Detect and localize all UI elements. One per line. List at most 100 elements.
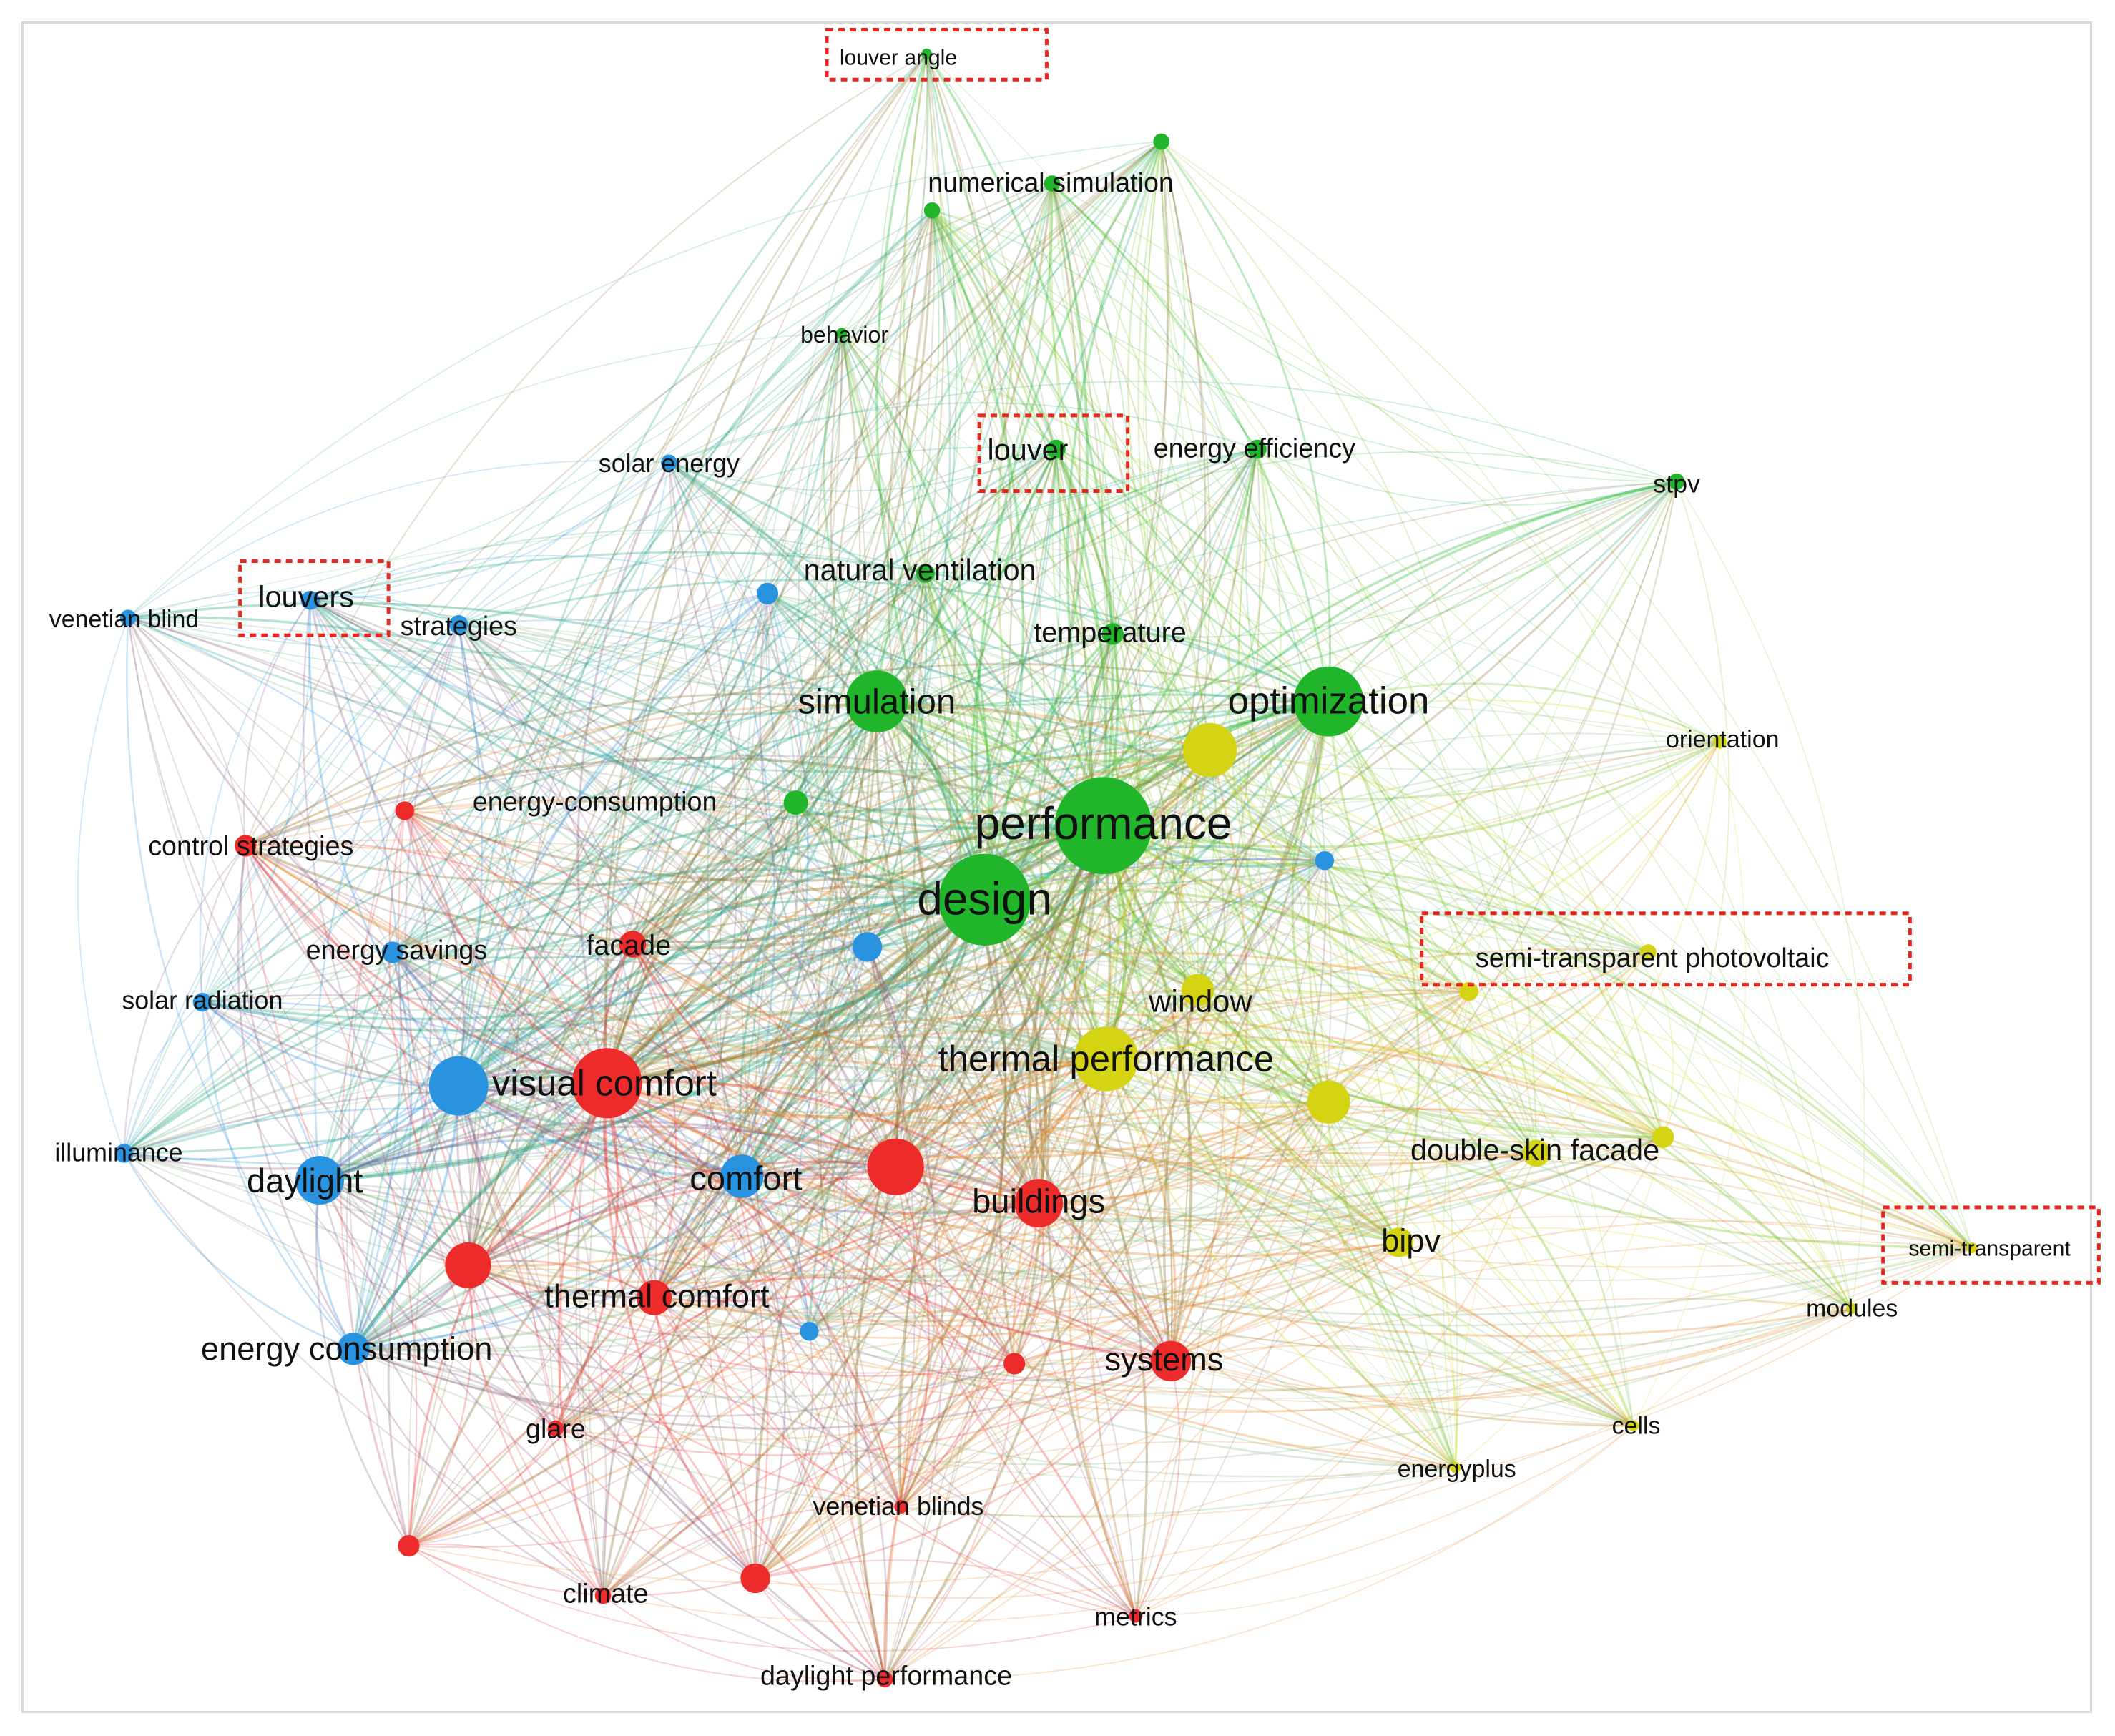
node-orientation[interactable] [1713,735,1727,749]
keyword-node[interactable] [428,1056,489,1116]
node-behavior[interactable] [836,328,848,339]
co-occurrence-link [309,599,608,1084]
co-occurrence-link [310,529,926,602]
node-climate[interactable] [594,1587,612,1604]
keyword-node[interactable] [852,932,883,962]
node-cells[interactable] [1628,1420,1639,1431]
node-semi-transparent-photovoltaic[interactable] [1459,981,1478,1001]
node-energy-consumption[interactable] [337,1333,370,1365]
co-occurrence-link [468,1058,1107,1267]
node-visual-comfort[interactable] [571,1048,642,1119]
co-occurrence-link [318,1180,885,1681]
keyword-node[interactable] [398,1535,420,1557]
node-natural-ventilation[interactable] [916,564,935,583]
node-performance[interactable] [1054,777,1152,875]
co-occurrence-link [555,1241,1400,1441]
node-louvers[interactable] [300,590,320,610]
co-occurrence-link [547,333,843,1429]
co-occurrence-link [1197,989,1664,1138]
keyword-node[interactable] [1652,1126,1674,1148]
node-venetian-blinds[interactable] [894,1500,908,1514]
co-occurrence-link [123,481,1677,1154]
keyword-node[interactable] [783,790,808,815]
co-occurrence-link [1328,700,1664,1138]
co-occurrence-link [1014,1247,1973,1403]
co-occurrence-link [1143,141,1456,1468]
co-occurrence-link [1137,141,1330,1103]
node-buildings[interactable] [1014,1179,1064,1228]
co-occurrence-link [875,700,1172,1361]
co-occurrence-link [318,1180,604,1597]
co-occurrence-link [458,1084,1537,1221]
node-energy-consumption-hyphen[interactable] [395,801,414,820]
node-metrics[interactable] [1129,1609,1143,1623]
node-control-strategies[interactable] [235,835,257,857]
label-simulation: simulation [798,683,956,722]
co-occurrence-link [809,1101,1330,1333]
node-thermal-performance[interactable] [1074,1026,1139,1092]
keyword-node[interactable] [445,1242,491,1288]
co-occurrence-link [653,701,878,1299]
node-solar-radiation[interactable] [192,992,212,1012]
node-daylight[interactable] [295,1156,344,1205]
node-solar-energy[interactable] [661,454,677,471]
keyword-node[interactable] [867,1138,924,1195]
keyword-node[interactable] [1315,850,1335,871]
node-illuminance[interactable] [114,1144,134,1163]
node-temperature[interactable] [1101,623,1124,645]
node-louver-angle[interactable] [921,48,933,59]
node-window[interactable] [1181,974,1214,1006]
co-occurrence-link [391,951,607,1084]
keyword-node[interactable] [1307,1080,1350,1124]
co-occurrence-link [1106,1051,1537,1154]
keyword-node[interactable] [800,1322,819,1341]
node-design[interactable] [938,853,1031,946]
co-occurrence-link [202,693,1329,1004]
co-occurrence-link [404,448,1057,812]
node-semi-transparent[interactable] [1966,1242,1978,1253]
co-occurrence-link [310,599,1210,775]
label-control-strategies: control strategies [148,831,353,861]
node-simulation[interactable] [845,670,908,733]
node-stpv[interactable] [1668,473,1685,490]
co-occurrence-link [1455,1137,1664,1468]
node-thermal-comfort[interactable] [637,1280,672,1315]
node-comfort[interactable] [720,1154,764,1198]
keyword-node[interactable] [923,202,941,219]
co-occurrence-link [654,1294,810,1333]
keyword-node[interactable] [756,582,779,604]
co-occurrence-link [315,1180,410,1546]
co-occurrence-link [200,845,247,1003]
label-bipv: bipv [1381,1222,1441,1259]
keyword-node[interactable] [1182,722,1237,778]
co-occurrence-link [1051,182,1677,483]
node-glare[interactable] [547,1420,564,1437]
keyword-node[interactable] [1003,1353,1026,1375]
node-daylight-performance[interactable] [876,1671,893,1688]
node-double-skin-facade[interactable] [1523,1139,1550,1167]
node-energy-efficiency[interactable] [1247,439,1267,459]
co-occurrence-link [403,810,608,1084]
co-occurrence-link [404,810,1329,1104]
node-optimization[interactable] [1293,666,1364,737]
node-numerical-simulation[interactable] [1044,175,1061,192]
node-facade[interactable] [619,931,647,958]
node-venetian-blind[interactable] [119,609,137,627]
co-occurrence-link [606,183,1054,1084]
co-occurrence-link [632,141,1162,945]
co-occurrence-link [458,624,1199,991]
keyword-node[interactable] [740,1563,770,1594]
co-occurrence-link [875,700,1537,1154]
node-louver[interactable] [1046,439,1066,459]
node-energy-savings[interactable] [381,941,403,963]
keyword-node[interactable] [1640,944,1657,961]
node-strategies[interactable] [448,614,468,634]
keyword-node[interactable] [1153,133,1170,150]
node-bipv[interactable] [1383,1227,1414,1257]
node-modules[interactable] [1846,1303,1858,1314]
co-occurrence-link [653,573,926,1298]
co-occurrence-link [653,1057,1106,1299]
co-occurrence-link [1038,1202,1172,1362]
node-systems[interactable] [1150,1340,1192,1382]
node-energyplus[interactable] [1450,1462,1461,1473]
